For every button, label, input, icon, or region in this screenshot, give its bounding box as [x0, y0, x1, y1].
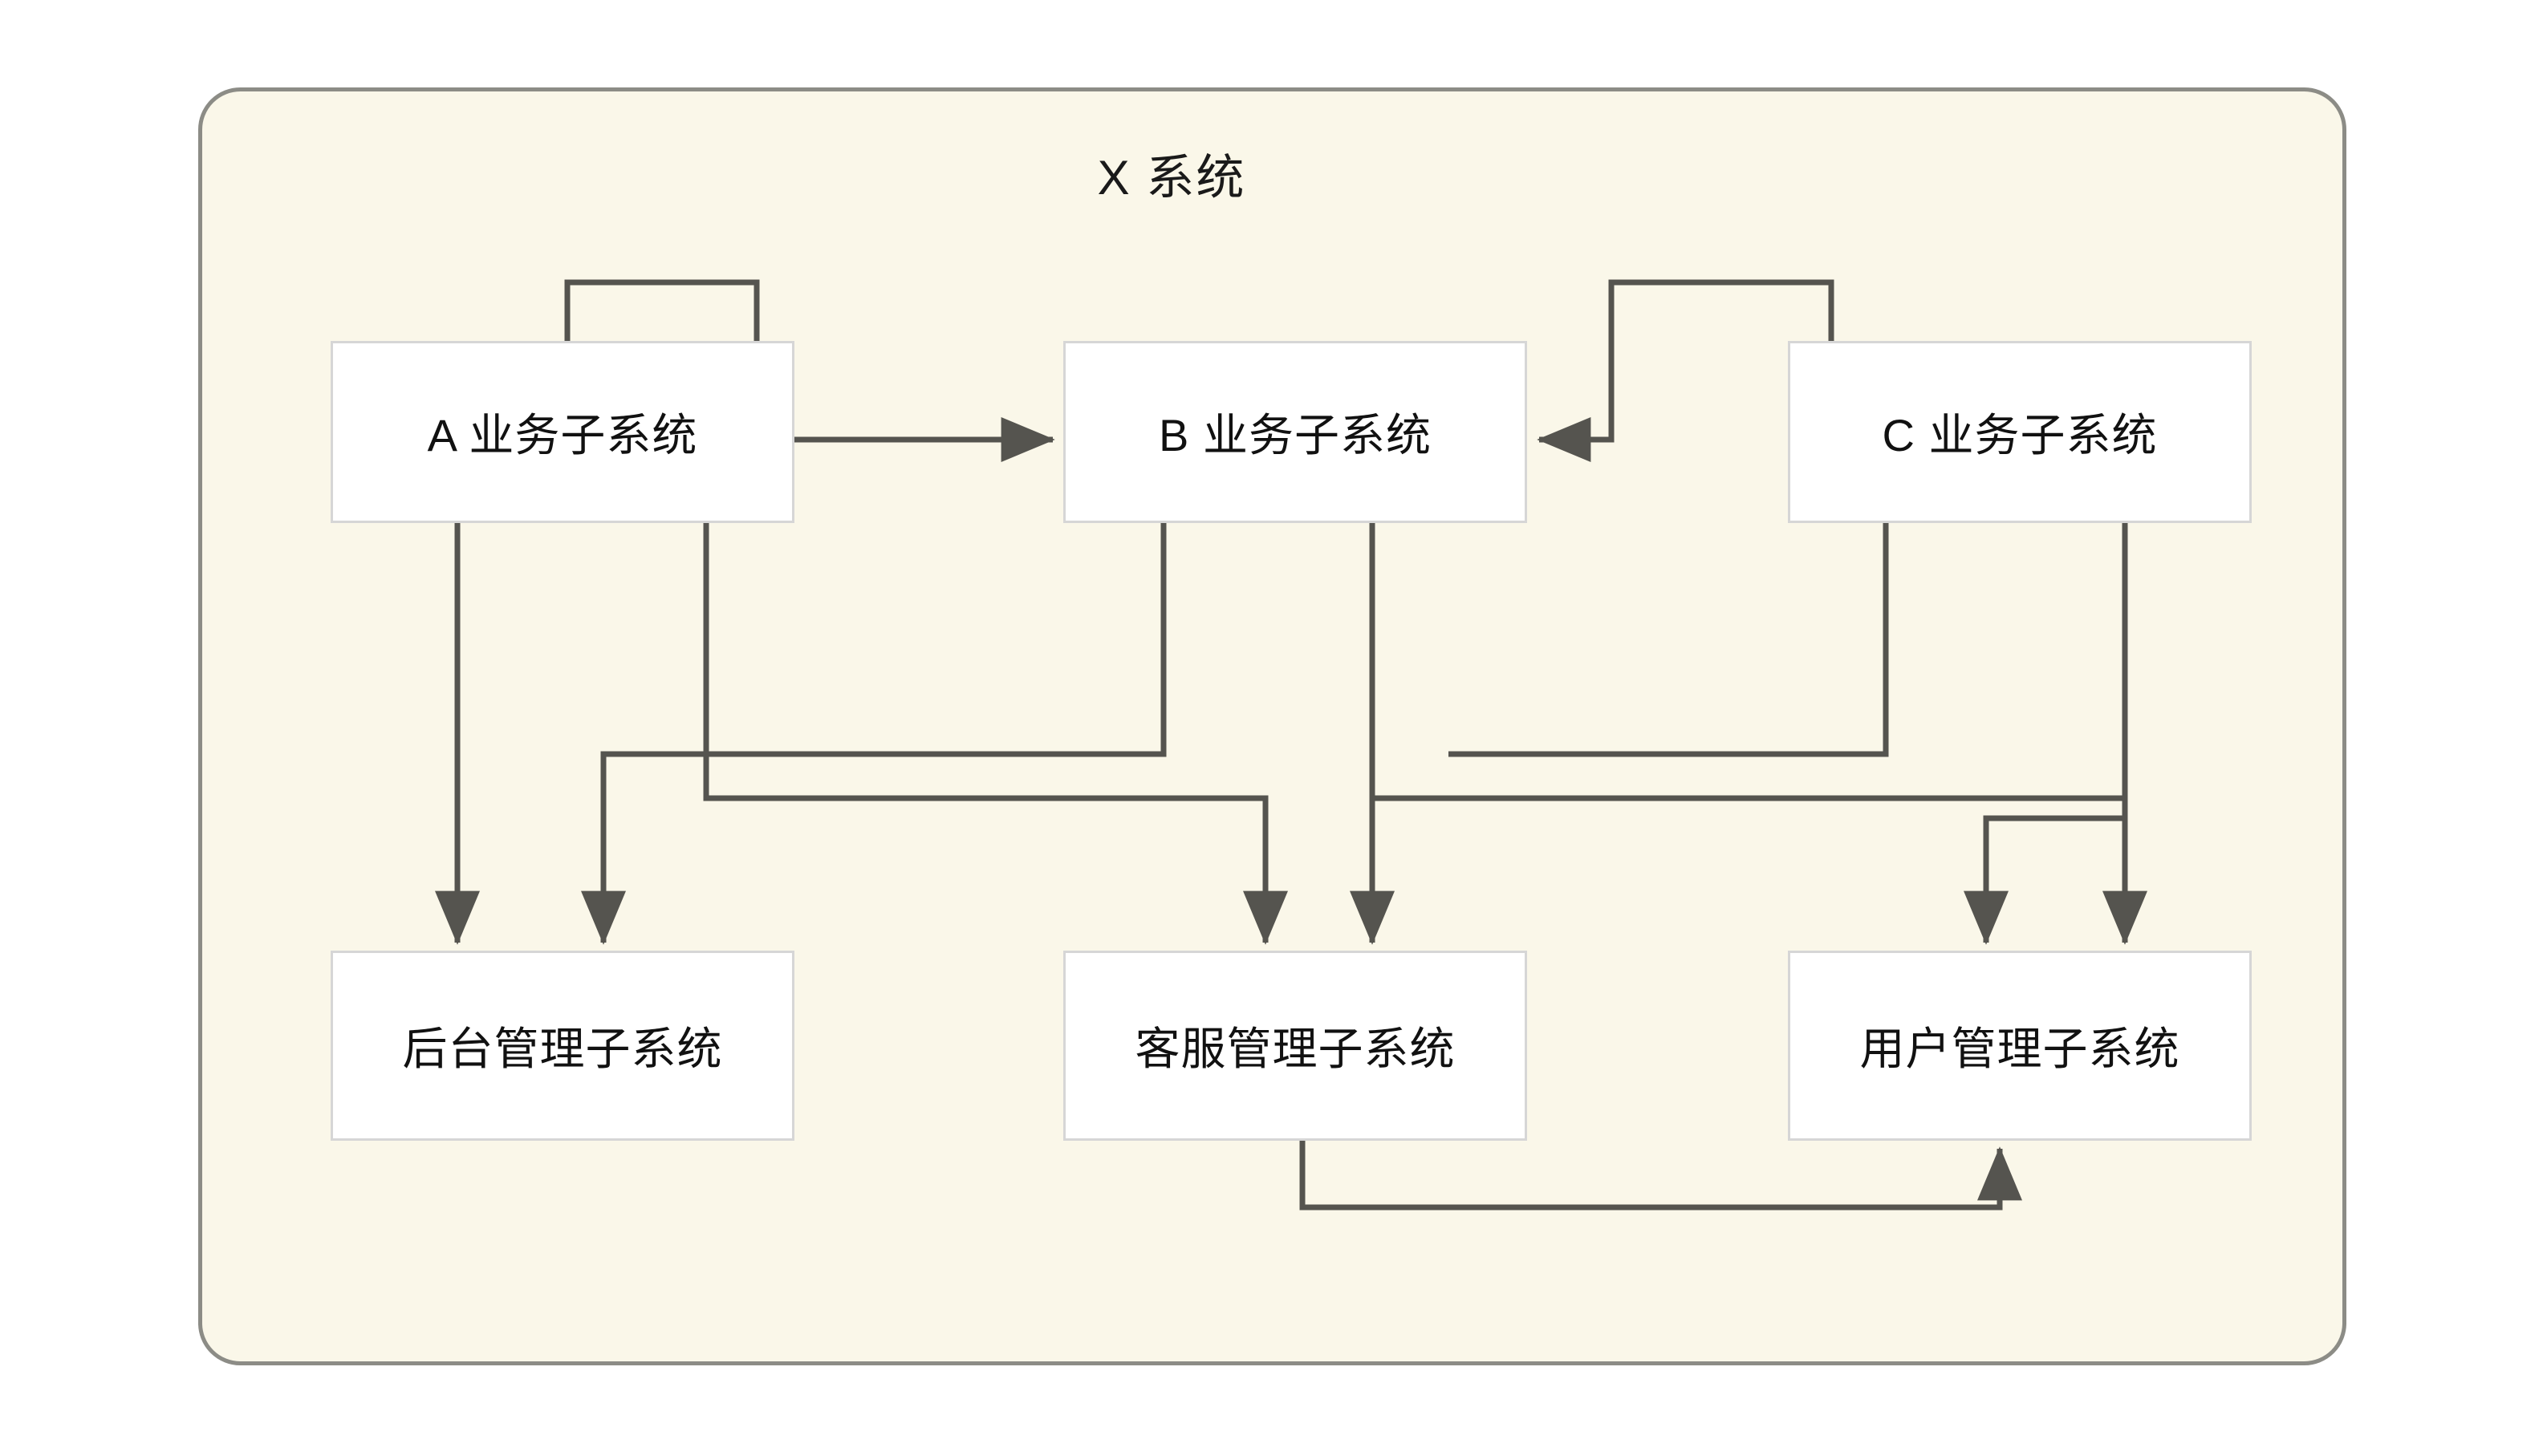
edge-c-to-user-a — [1964, 523, 2128, 945]
node-customer-service-management-subsystem[interactable]: 客服管理子系统 — [1063, 951, 1527, 1141]
node-b-business-subsystem[interactable]: B 业务子系统 — [1063, 341, 1527, 523]
node-label: B 业务子系统 — [1159, 410, 1432, 460]
node-label: 后台管理子系统 — [402, 1024, 723, 1074]
node-label: C 业务子系统 — [1882, 410, 2158, 460]
edge-customerservice-to-user — [1299, 1141, 2022, 1211]
node-label: A 业务子系统 — [427, 410, 698, 460]
edge-c-to-backoffice — [1448, 523, 1889, 757]
node-a-business-subsystem[interactable]: A 业务子系统 — [331, 341, 794, 523]
node-label: 客服管理子系统 — [1135, 1024, 1456, 1074]
edge-c-to-b — [1537, 279, 1834, 462]
node-user-management-subsystem[interactable]: 用户管理子系统 — [1788, 951, 2252, 1141]
system-container — [198, 87, 2346, 1365]
node-label: 用户管理子系统 — [1859, 1024, 2180, 1074]
edge-c-to-user-b — [1372, 795, 2147, 945]
edge-b-to-backoffice — [581, 523, 1167, 945]
node-c-business-subsystem[interactable]: C 业务子系统 — [1788, 341, 2252, 523]
edge-a-to-b — [564, 279, 1055, 462]
edge-a-to-customerservice — [703, 523, 1288, 945]
node-backoffice-management-subsystem[interactable]: 后台管理子系统 — [331, 951, 794, 1141]
system-title: X 系统 — [1097, 151, 1246, 205]
